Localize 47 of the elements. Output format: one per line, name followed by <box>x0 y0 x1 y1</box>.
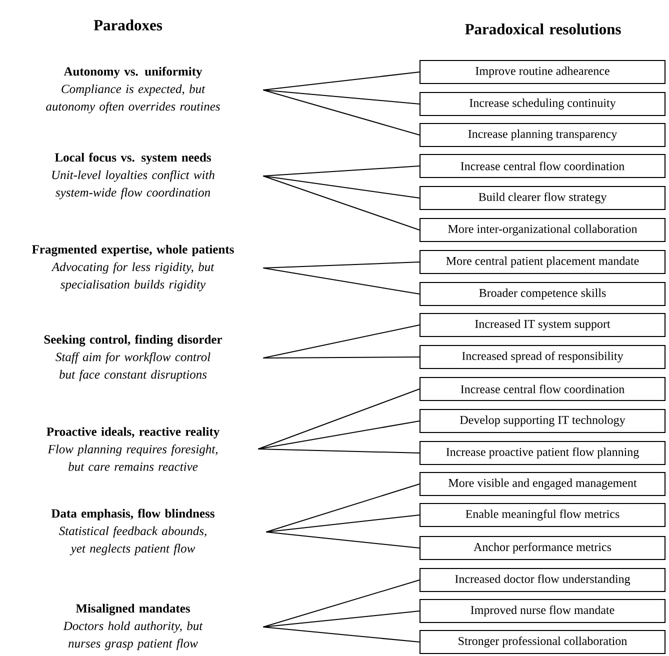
resolution-box: Increased spread of responsibility <box>420 345 666 369</box>
connector-line <box>262 176 420 198</box>
resolution-box: Build clearer flow strategy <box>420 186 666 210</box>
paradox-text: Data emphasis, flow blindness Statistical feedback abounds, yet neglects patient flow <box>51 508 214 556</box>
resolution-box: Anchor performance metrics <box>420 536 666 560</box>
resolution-box: Develop supporting IT technology <box>420 409 666 433</box>
connector-line <box>262 580 420 628</box>
connector-line <box>258 420 420 450</box>
resolution-box: Increased IT system support <box>420 313 666 337</box>
connector-line <box>262 90 420 104</box>
column-heading: Paradoxes <box>94 20 162 30</box>
column-heading: Paradoxical resolutions <box>465 24 621 34</box>
resolution-box: More visible and engaged management <box>420 472 666 496</box>
paradox-text: Autonomy vs. uniformity Compliance is expected, but autonomy often overrides routines <box>46 66 220 114</box>
connector-line <box>266 514 420 532</box>
connector-line <box>262 626 420 642</box>
connector-line <box>262 324 420 358</box>
resolution-box: Increased doctor flow understanding <box>420 568 666 592</box>
connector-line <box>262 262 420 268</box>
paradox-text: Local focus vs. system needs Unit-level loyalties conflict with system-wide flow coordination <box>52 152 214 200</box>
resolution-box: Improved nurse flow mandate <box>420 599 666 623</box>
paradox-text: Fragmented expertise, whole patients Advocating for less rigidity, but specialisation builds rigidity <box>32 244 234 292</box>
resolution-box: Increase scheduling continuity <box>420 92 666 116</box>
connector-line <box>262 356 420 358</box>
connector-line <box>262 268 420 294</box>
resolution-box: More inter-organizational collaboration <box>420 218 666 242</box>
resolution-box: Increase planning transparency <box>420 123 666 147</box>
resolution-box: Increase central flow coordination <box>420 154 666 178</box>
connector-line <box>258 448 420 454</box>
resolution-box: Stronger professional collaboration <box>420 630 666 654</box>
connector-line <box>266 532 420 548</box>
resolution-box: Enable meaningful flow metrics <box>420 503 666 527</box>
connector-line <box>262 176 420 230</box>
connector-line <box>262 72 420 90</box>
paradox-text: Misaligned mandates Doctors hold authority, but nurses grasp patient flow <box>63 604 203 650</box>
paradox-text: Proactive ideals, reactive reality Flow planning requires foresight, but care remains reactive <box>46 427 220 471</box>
resolution-box: Broader competence skills <box>420 282 666 306</box>
resolution-box: More central patient placement mandate <box>420 250 666 274</box>
connector-line <box>262 166 420 176</box>
connector-line <box>262 610 420 628</box>
resolution-box: Improve routine adhearence <box>420 60 666 84</box>
connector-line <box>258 388 420 450</box>
connector-line <box>266 484 420 532</box>
resolution-box: Increase proactive patient flow planning <box>420 441 666 465</box>
paradox-text: Seeking control, finding disorder Staff aim for workflow control but face constant disruptions <box>44 334 222 382</box>
connector-line <box>262 90 420 136</box>
resolution-box: Increase central flow coordination <box>420 377 666 401</box>
